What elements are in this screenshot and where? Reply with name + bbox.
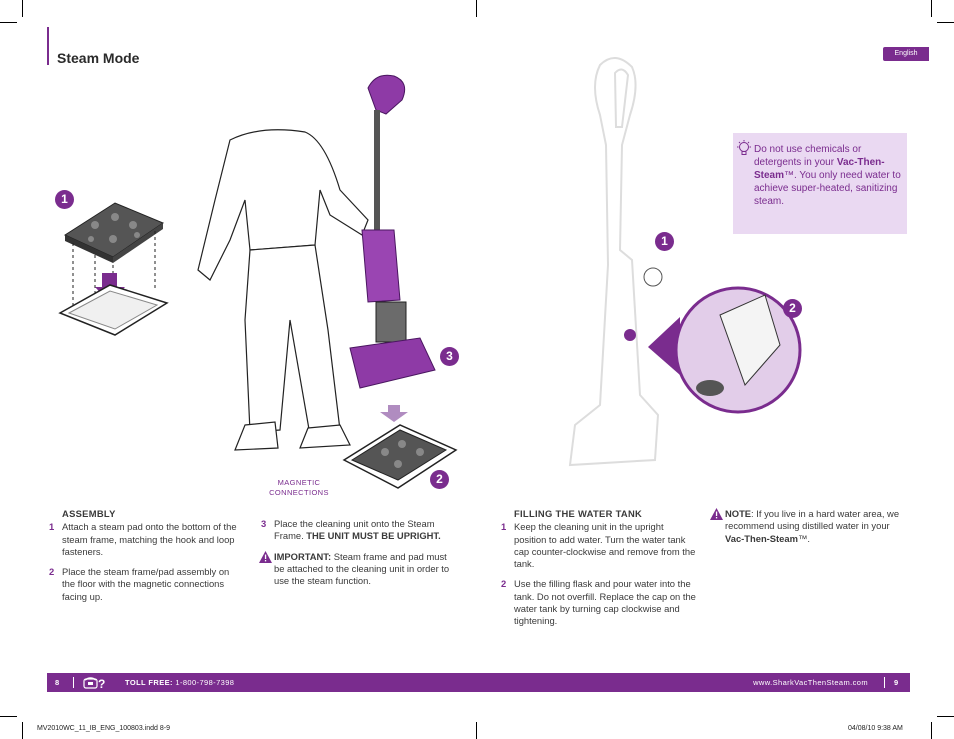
svg-text:?: ? (98, 677, 105, 690)
steam-frame-assembly-illustration (58, 202, 169, 336)
crop-mark (0, 22, 17, 23)
print-slug-date: 04/08/10 9:38 AM (848, 725, 903, 732)
crop-mark (937, 22, 954, 23)
step-badge-2: 2 (783, 299, 802, 318)
language-tab[interactable]: English (883, 47, 929, 61)
important-notice: IMPORTANT: Steam frame and pad must be a… (259, 550, 456, 588)
warning-icon (259, 550, 272, 563)
footer-divider (884, 677, 885, 688)
website-link[interactable]: www.SharkVacThenSteam.com (753, 678, 868, 687)
crop-mark (476, 722, 477, 739)
page-number-right: 9 (894, 678, 899, 687)
filling-heading: FILLING THE WATER TANK (514, 508, 643, 519)
section-accent-bar (47, 27, 49, 65)
page-number-left: 8 (55, 678, 60, 687)
person-with-vacuum-illustration (197, 74, 436, 451)
crop-mark (931, 722, 932, 739)
note-notice: NOTE: If you live in a hard water area, … (710, 508, 902, 545)
magnetic-connections-label: MAGNETIC CONNECTIONS (269, 478, 329, 497)
note-section: NOTE: If you live in a hard water area, … (710, 508, 902, 545)
crop-mark (931, 0, 932, 17)
crop-mark (22, 0, 23, 17)
step-badge-1: 1 (655, 232, 674, 251)
warning-icon (710, 508, 723, 520)
assembly-heading: ASSEMBLY (62, 508, 116, 519)
phone-icon: ? (83, 677, 105, 690)
step-badge-3: 3 (440, 347, 459, 366)
crop-mark (22, 722, 23, 739)
tip-text: Do not use chemicals or detergents in yo… (754, 144, 901, 207)
crop-mark (937, 716, 954, 717)
step-badge-2: 2 (430, 470, 449, 489)
page-title: Steam Mode (57, 50, 140, 66)
crop-mark (476, 0, 477, 17)
crop-mark (0, 716, 17, 717)
steam-frame-floor-illustration (342, 424, 458, 489)
print-slug-filename: MV2010WC_11_IB_ENG_100803.indd 8-9 (37, 725, 170, 732)
lightbulb-icon (737, 140, 751, 155)
vacuum-outline-illustration (568, 57, 802, 467)
toll-free-number: TOLL FREE: 1-800-798-7398 (125, 678, 235, 687)
footer-divider (73, 677, 74, 688)
step-badge-1: 1 (55, 190, 74, 209)
footer-bar: 8 ? TOLL FREE: 1-800-798-7398 www.SharkV… (47, 673, 910, 692)
tip-box: Do not use chemicals or detergents in yo… (733, 133, 907, 234)
